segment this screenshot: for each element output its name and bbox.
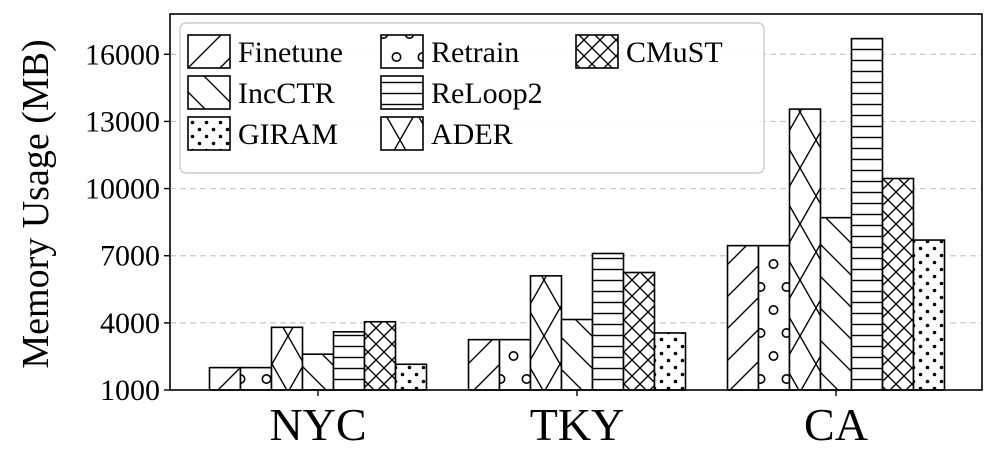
legend-label-finetune: Finetune bbox=[238, 36, 343, 69]
y-tick-label: 7000 bbox=[100, 240, 160, 273]
legend-label-reloop2: ReLoop2 bbox=[431, 77, 543, 110]
bar-finetune-ca bbox=[726, 244, 760, 391]
y-axis-ticks: 1000 4000 7000 10000 13000 16000 bbox=[85, 38, 170, 407]
bar-retrain-tky bbox=[498, 338, 532, 391]
y-tick-label: 13000 bbox=[85, 105, 160, 138]
bar-ader-ca bbox=[788, 108, 822, 391]
legend-label-incctr: IncCTR bbox=[238, 77, 335, 110]
bar-retrain-nyc bbox=[239, 366, 273, 391]
legend-label-retrain: Retrain bbox=[431, 36, 519, 69]
bar-incctr-ca bbox=[819, 216, 853, 391]
legend-swatch-incctr bbox=[187, 75, 231, 110]
x-axis-ticks: NYC TKY CA bbox=[269, 390, 868, 450]
bar-cmust-tky bbox=[622, 271, 656, 391]
plot-frame bbox=[169, 13, 983, 391]
bar-reloop2-nyc bbox=[332, 331, 366, 391]
x-tick-label-tky: TKY bbox=[530, 399, 625, 450]
bar-finetune-tky bbox=[467, 338, 501, 391]
legend-swatch-reloop2 bbox=[380, 75, 424, 110]
legend-label-ader: ADER bbox=[431, 118, 513, 151]
bar-giram-tky bbox=[653, 332, 687, 391]
bar-giram-ca bbox=[912, 239, 946, 391]
legend-swatch-giram bbox=[187, 116, 231, 151]
legend-swatch-finetune bbox=[187, 34, 231, 69]
bar-giram-nyc bbox=[394, 363, 428, 391]
bar-reloop2-ca bbox=[850, 37, 884, 391]
bar-ader-tky bbox=[529, 275, 563, 391]
y-tick-label: 4000 bbox=[100, 307, 160, 340]
bars bbox=[208, 37, 946, 391]
x-tick-label-nyc: NYC bbox=[269, 399, 366, 450]
bar-ader-nyc bbox=[270, 326, 304, 391]
legend-swatch-retrain bbox=[380, 34, 424, 69]
y-tick-label: 16000 bbox=[85, 38, 160, 71]
bar-incctr-tky bbox=[560, 318, 594, 391]
legend-label-cmust: CMuST bbox=[626, 36, 723, 69]
legend-label-giram: GIRAM bbox=[238, 118, 338, 151]
bar-incctr-nyc bbox=[301, 353, 335, 391]
bar-cmust-ca bbox=[881, 177, 915, 391]
y-tick-label: 10000 bbox=[85, 173, 160, 206]
bar-reloop2-tky bbox=[591, 252, 625, 391]
y-axis-title: Memory Usage (MB) bbox=[15, 39, 57, 368]
bar-cmust-nyc bbox=[363, 320, 397, 391]
x-tick-label-ca: CA bbox=[804, 399, 868, 450]
legend-swatch-cmust bbox=[575, 34, 619, 69]
legend-swatch-ader bbox=[380, 116, 424, 151]
y-tick-label: 1000 bbox=[100, 374, 160, 407]
bar-finetune-nyc bbox=[208, 366, 242, 391]
bar-retrain-ca bbox=[757, 244, 791, 391]
